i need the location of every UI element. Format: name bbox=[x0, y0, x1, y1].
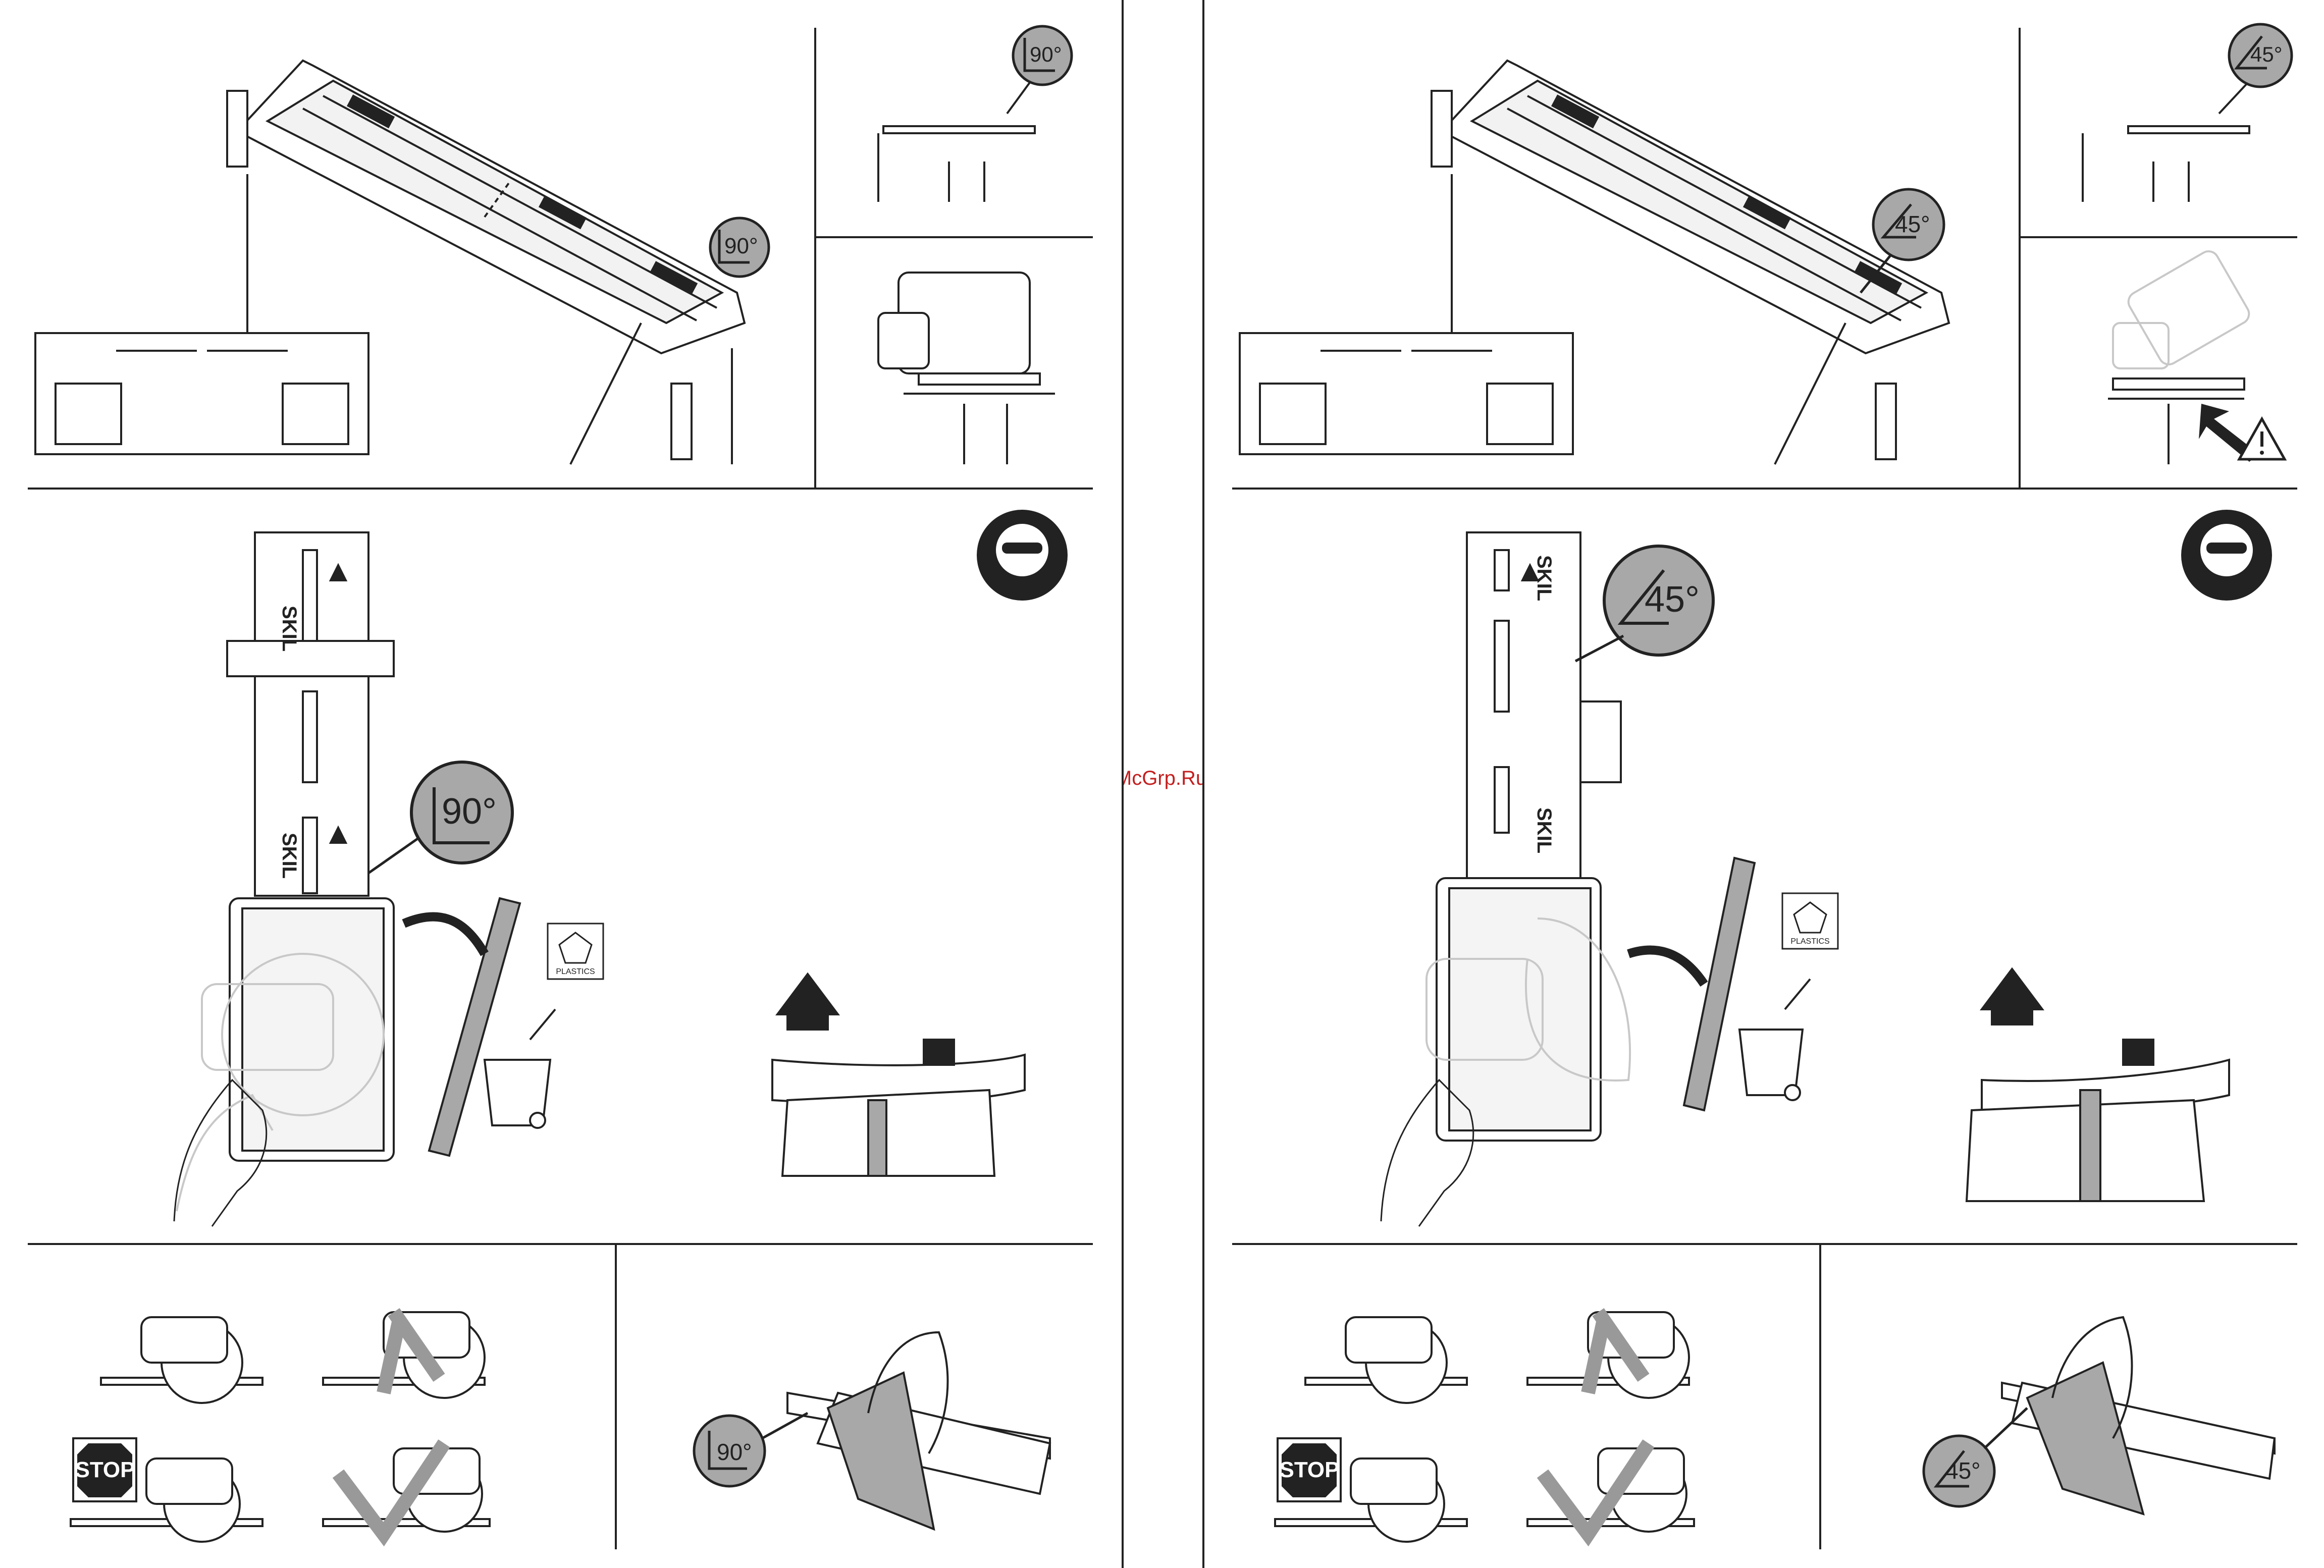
trash-bin-icon bbox=[485, 1009, 555, 1128]
page-left: 90° 90° SKIL SKIL bbox=[0, 0, 1124, 1568]
rail-tilted-cut bbox=[2108, 379, 2244, 464]
guide-rail-drawing bbox=[227, 61, 745, 464]
detail-inset bbox=[35, 174, 368, 454]
stop-label: STOP bbox=[75, 1457, 135, 1482]
recycle-label-45: PLASTICS bbox=[1790, 937, 1829, 946]
rail-cross-section bbox=[878, 76, 1035, 202]
saw-correct-depth bbox=[101, 1317, 262, 1403]
ear-eye-protection-icon bbox=[977, 510, 1068, 601]
rail-brand-4: SKIL bbox=[1533, 807, 1555, 853]
page-right: 45° 45° SKIL SKIL bbox=[1202, 0, 2324, 1568]
rail-brand-2: SKIL bbox=[278, 833, 300, 879]
splinter-guard-mount-45 bbox=[1967, 969, 2229, 1201]
angle-90-label-4: 90° bbox=[717, 1439, 752, 1465]
splinter-guard-strip-45 bbox=[1628, 858, 1755, 1110]
angle-45-label-3: 45° bbox=[1645, 579, 1700, 620]
angle-45-label-4: 45° bbox=[1945, 1457, 1981, 1484]
splinter-guard-strip bbox=[404, 898, 520, 1156]
angle-90-label-3: 90° bbox=[442, 791, 497, 832]
ear-eye-protection-icon-45 bbox=[2181, 510, 2272, 601]
rail-top-view bbox=[227, 532, 394, 1161]
angle-90-label-2: 90° bbox=[1030, 42, 1062, 66]
rail-cross-section-45 bbox=[2083, 76, 2254, 202]
guide-rail-drawing-45 bbox=[1432, 61, 1949, 464]
angle-45-label-2: 45° bbox=[2250, 42, 2283, 66]
splinter-guard-mount bbox=[772, 974, 1025, 1176]
saw-correct-depth-45 bbox=[1305, 1317, 1467, 1403]
angle-90-label-1: 90° bbox=[724, 234, 758, 258]
recycle-label: PLASTICS bbox=[556, 967, 595, 976]
stop-label-45: STOP bbox=[1279, 1457, 1339, 1482]
rail-top-view-45 bbox=[1437, 532, 1621, 1141]
trim-splinter-guard bbox=[787, 1332, 1050, 1529]
trim-splinter-guard-45 bbox=[2002, 1317, 2275, 1514]
rail-brand-1: SKIL bbox=[278, 606, 300, 652]
saw-end-view bbox=[878, 273, 1055, 464]
detail-inset-45 bbox=[1240, 174, 1573, 454]
trash-bin-icon-45 bbox=[1739, 979, 1810, 1100]
angle-45-label-1: 45° bbox=[1895, 211, 1930, 237]
rail-brand-3: SKIL bbox=[1533, 555, 1555, 601]
warning-triangle-icon bbox=[2239, 419, 2285, 459]
page-right-drawing: 45° 45° SKIL SKIL bbox=[1204, 0, 2324, 1568]
saw-tilted-ghost bbox=[2113, 248, 2253, 368]
page-left-drawing: 90° 90° SKIL SKIL bbox=[0, 0, 1122, 1568]
